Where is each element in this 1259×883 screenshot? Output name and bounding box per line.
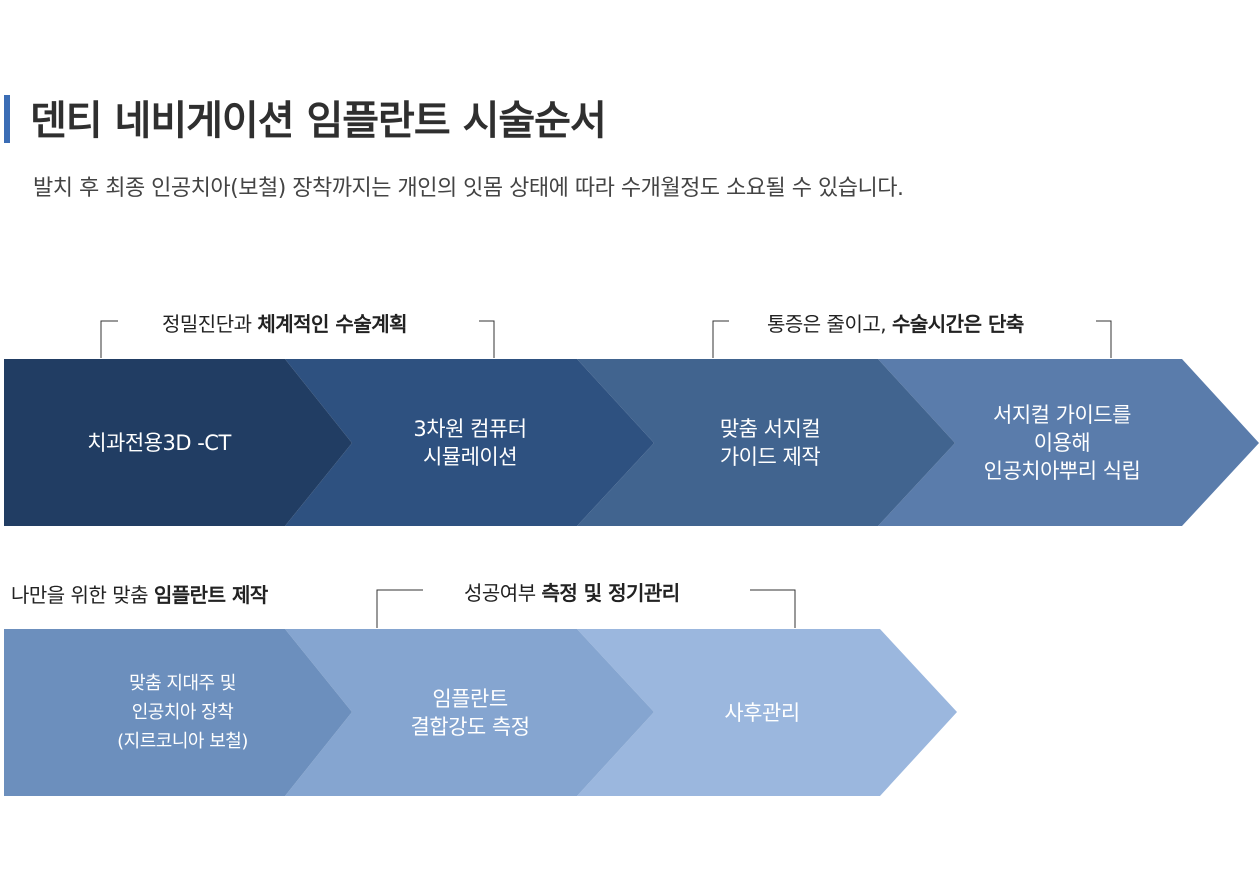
row2-step2-text: 임플란트 결합강도 측정 — [320, 629, 620, 796]
step-line: 인공치아뿌리 식립 — [983, 458, 1141, 483]
row2-right-bracket-left — [376, 589, 423, 628]
step-line: 사후관리 — [724, 700, 800, 725]
step-line: 임플란트 — [432, 686, 508, 711]
row1-left-bracket-right — [479, 320, 495, 358]
step-line: 서지컬 가이드를 — [993, 402, 1131, 427]
row1-step2-text: 3차원 컴퓨터 시뮬레이션 — [320, 359, 620, 526]
row1-step1-text: 치과전용3D -CT — [4, 359, 314, 526]
row2-left-label: 나만을 위한 맞춤 임플란트 제작 — [11, 583, 268, 607]
row2-step1-text: 맞춤 지대주 및 인공치아 장착 (지르코니아 보철) — [30, 629, 335, 796]
row2-right-bracket-right — [750, 589, 796, 628]
row1-right-label: 통증은 줄이고, 수술시간은 단축 — [767, 312, 1024, 336]
row2-step2-shape — [285, 629, 654, 796]
row2-step3-text: 사후관리 — [612, 629, 912, 796]
step-line: 맞춤 서지컬 — [719, 416, 821, 441]
step-line: 결합강도 측정 — [410, 714, 530, 739]
row1-right-bracket-right — [1096, 320, 1112, 358]
row2-step1-shape — [4, 629, 352, 796]
row1-step4-text: 서지컬 가이드를 이용해 인공치아뿌리 식립 — [912, 359, 1212, 526]
row1-step2-shape — [285, 359, 654, 526]
step-line: 이용해 — [1033, 430, 1091, 455]
title-accent-bar — [4, 95, 10, 143]
step-line: 시뮬레이션 — [422, 444, 518, 469]
row1-left-bracket-left — [100, 320, 118, 358]
row1-right-bracket-left — [712, 320, 729, 358]
step-line: 가이드 제작 — [719, 444, 821, 469]
row2-step3-shape — [577, 629, 957, 796]
row1-step3-shape — [577, 359, 955, 526]
row2-right-label: 성공여부 측정 및 정기관리 — [464, 581, 680, 605]
row1-step1-shape — [4, 359, 352, 526]
step-line: 인공치아 장착 — [131, 702, 234, 723]
step-line: 치과전용3D -CT — [87, 430, 231, 455]
step-line: 3차원 컴퓨터 — [413, 416, 527, 441]
step-line: 맞춤 지대주 및 — [129, 673, 236, 694]
page-title: 덴티 네비게이션 임플란트 시술순서 — [30, 98, 607, 144]
page-subtitle: 발치 후 최종 인공치아(보철) 장착까지는 개인의 잇몸 상태에 따라 수개월… — [33, 176, 904, 201]
row1-step3-text: 맞춤 서지컬 가이드 제작 — [620, 359, 920, 526]
row1-step4-shape — [878, 359, 1259, 526]
step-line: (지르코니아 보철) — [117, 731, 248, 752]
row1-left-label: 정밀진단과 체계적인 수술계획 — [162, 312, 408, 336]
